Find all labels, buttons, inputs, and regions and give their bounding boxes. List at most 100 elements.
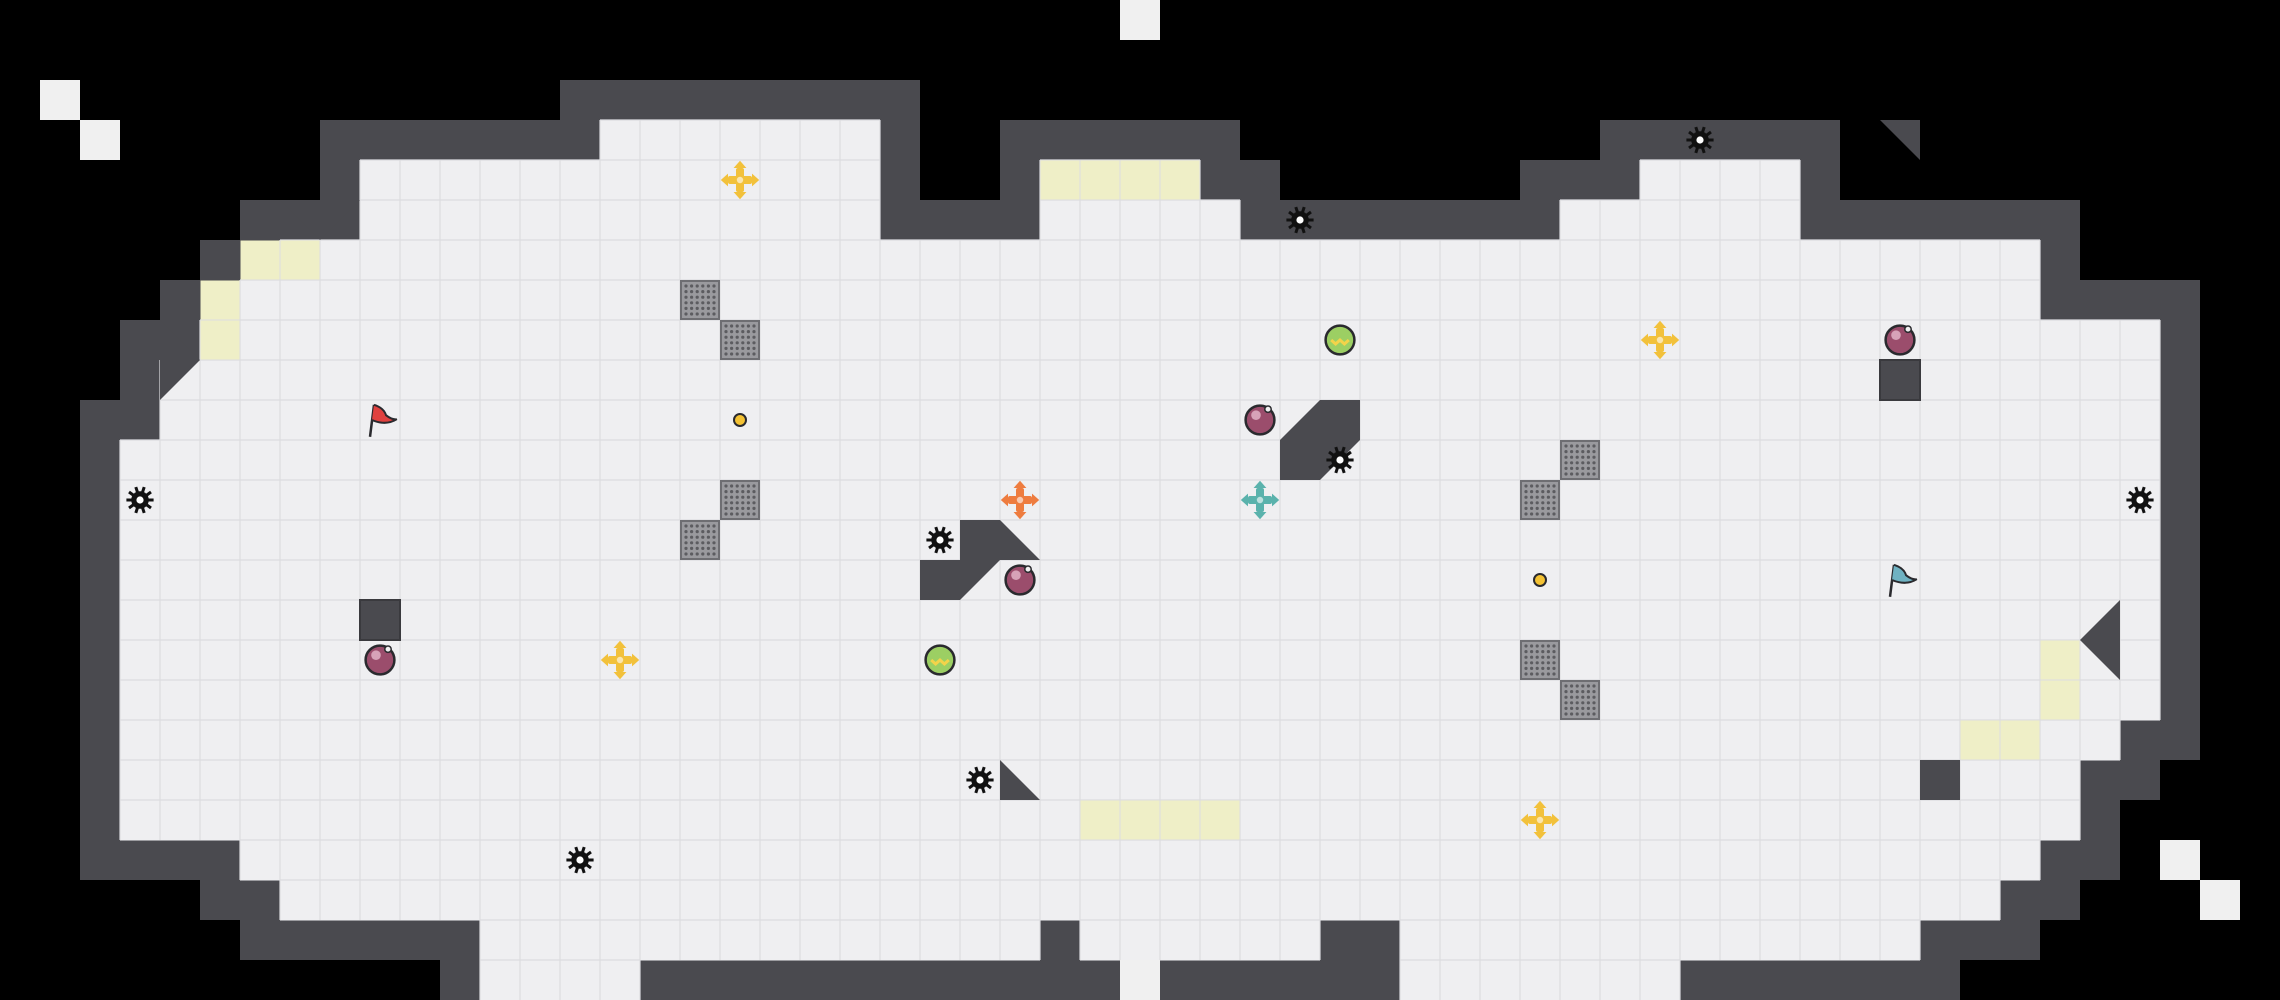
grate-hole [684, 284, 688, 288]
gold-coin-icon[interactable] [1533, 573, 1547, 587]
grate-hole [1524, 644, 1528, 648]
grate-hole [1546, 644, 1550, 648]
grate-hole [1552, 644, 1556, 648]
orb-tip [1904, 325, 1912, 334]
orb-tip [384, 645, 392, 654]
plus-marker-icon[interactable] [1520, 800, 1560, 840]
orb-icon[interactable] [1004, 564, 1036, 596]
plus-marker-icon[interactable] [1640, 320, 1680, 360]
grate-hole [712, 535, 716, 539]
grate-hole [1546, 650, 1550, 654]
grate-hole [1546, 666, 1550, 671]
grate-frame [1520, 640, 1560, 680]
grate-hole [1541, 655, 1545, 659]
orb-icon[interactable] [1884, 324, 1916, 356]
plus-arrow [1653, 352, 1667, 360]
orb-tip [1024, 565, 1032, 574]
grate-hole [684, 524, 688, 528]
grate-hole [1552, 666, 1556, 671]
yellow-tile [2040, 680, 2080, 720]
blue-flag-icon[interactable] [1888, 563, 1918, 597]
plus-marker-icon[interactable] [720, 160, 760, 200]
grate-hole [706, 312, 711, 316]
grate-hole [684, 295, 688, 299]
grate-hole [735, 341, 739, 345]
plus-arrow [600, 653, 608, 667]
plus-center [1256, 496, 1264, 504]
grate-hole [1535, 650, 1539, 654]
grate-hole [1546, 490, 1550, 494]
grate-hole [1541, 512, 1545, 516]
grate-hole [1575, 461, 1579, 465]
grate-hole [684, 552, 688, 556]
grate-tile [680, 520, 720, 560]
grate-hole [701, 290, 705, 294]
spike-mine-icon [926, 526, 954, 554]
grate-hole [1586, 455, 1590, 459]
floor-strip [1400, 960, 1680, 1000]
grate-hole [690, 552, 694, 556]
grate-hole [695, 541, 699, 545]
grate-hole [735, 506, 739, 510]
grate-hole [1575, 450, 1579, 454]
green-orb-icon[interactable] [1324, 324, 1356, 356]
grate-hole [746, 506, 751, 510]
grate-hole [741, 346, 745, 350]
orb-icon[interactable] [1244, 404, 1276, 436]
grate-hole [735, 484, 739, 488]
mine-core [1296, 216, 1304, 224]
grate-hole [1581, 466, 1585, 470]
grate-hole [701, 284, 705, 288]
grate-hole [1524, 661, 1528, 665]
grate-hole [741, 352, 745, 356]
mine-core [936, 536, 944, 544]
plus-marker-icon[interactable] [600, 640, 640, 680]
gold-coin-icon[interactable] [733, 413, 747, 427]
grate-hole [1570, 450, 1574, 454]
grate-hole [752, 490, 756, 494]
spike-mine-icon [1326, 446, 1354, 474]
floor-layer [120, 120, 2160, 1000]
plus-center [1536, 816, 1544, 824]
grate-hole [1575, 455, 1579, 459]
grate-hole [1570, 706, 1574, 711]
grate-hole [730, 501, 734, 505]
plus-arrow [613, 640, 627, 648]
grate-hole [1564, 472, 1568, 476]
plus-marker-icon[interactable] [1000, 480, 1040, 520]
grate-hole [746, 352, 751, 356]
grate-hole [690, 530, 694, 534]
green-orb-icon[interactable] [924, 644, 956, 676]
grate-hole [724, 346, 728, 350]
grate-hole [730, 341, 734, 345]
grate-hole [701, 306, 705, 310]
plus-marker-icon[interactable] [1240, 480, 1280, 520]
grate-hole [1570, 695, 1574, 699]
mine-core [1696, 136, 1704, 144]
yellow-tile [1160, 800, 1200, 840]
yellow-tile [1160, 160, 1200, 200]
plus-arrow [1552, 813, 1560, 827]
grate-hole [706, 552, 711, 556]
grate-frame [1520, 480, 1560, 520]
floor-strip [600, 120, 880, 161]
grate-hole [746, 324, 751, 328]
wall-block [359, 599, 401, 641]
grate-hole [712, 284, 716, 288]
grate-hole [1592, 461, 1596, 465]
tiles-layer [160, 120, 2120, 840]
mine-core [136, 496, 144, 504]
orb-icon[interactable] [364, 644, 396, 676]
grate-hole [1564, 461, 1568, 465]
mine-core [2136, 496, 2144, 504]
grate-hole [1586, 444, 1590, 448]
grate-hole [695, 290, 699, 294]
grate-hole [1586, 701, 1590, 705]
grate-hole [752, 346, 756, 350]
grate-hole [1564, 450, 1568, 454]
grate-hole [706, 295, 711, 299]
grate-hole [712, 301, 716, 305]
grate-hole [690, 284, 694, 288]
red-flag-icon[interactable] [368, 403, 398, 437]
plus-arrow [1240, 493, 1248, 507]
